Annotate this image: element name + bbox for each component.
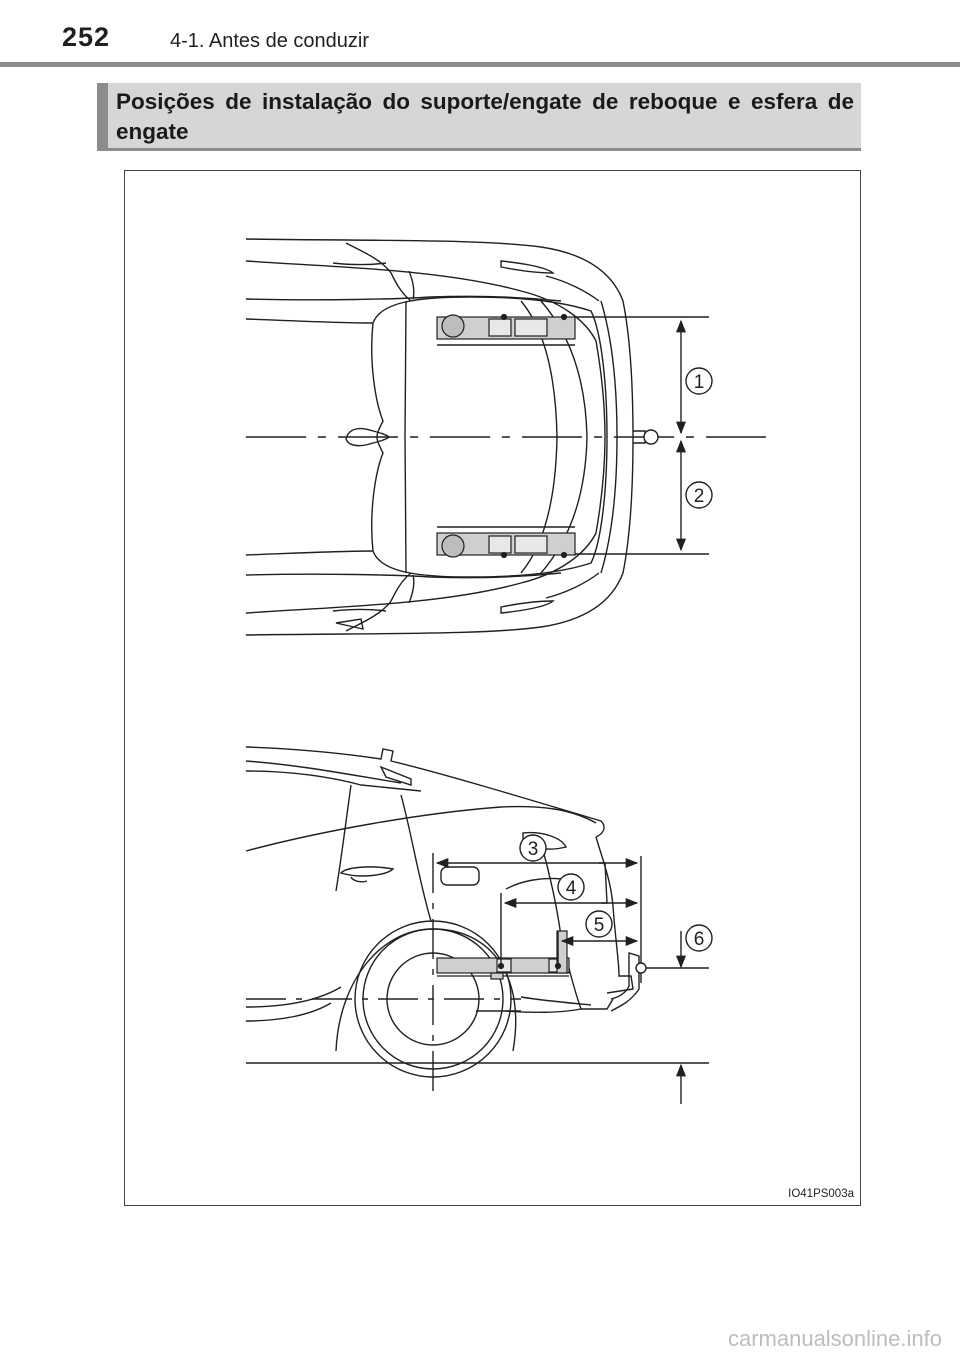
side-centerlines [246,853,709,1091]
header-rule [0,62,960,67]
callout-3: 3 [519,834,547,862]
side-view-car [245,746,640,1078]
top-centerline [246,429,773,445]
side-dimensions [435,857,687,1104]
top-bracket-lower [436,526,576,559]
heading-text: Posições de instalação do suporte/engate… [116,89,854,144]
svg-text:1: 1 [694,372,705,393]
svg-text:6: 6 [694,929,705,950]
callout-6: 6 [685,924,713,952]
page-number: 252 [62,22,111,52]
svg-text:2: 2 [694,486,705,507]
svg-text:5: 5 [594,915,605,936]
side-bracket [436,930,570,980]
figure-frame: 1 2 3 4 5 6 IO41PS003a [124,170,861,1206]
callout-1: 1 [685,367,713,395]
top-bracket-upper [436,313,576,346]
svg-text:4: 4 [566,878,577,899]
top-view-car [245,238,634,636]
heading-accent-bar [97,83,108,151]
figure-code: IO41PS003a [788,1188,854,1200]
section-title: 4-1. Antes de conduzir [170,30,370,52]
top-dimensions [575,316,709,555]
callout-5: 5 [585,910,613,938]
svg-text:3: 3 [528,839,539,860]
callout-2: 2 [685,481,713,509]
heading-box: Posições de instalação do suporte/engate… [97,83,861,151]
watermark: carmanualsonline.info [727,1326,942,1351]
callout-4: 4 [557,873,585,901]
hitch-installation-diagram: 1 2 3 4 5 6 [245,238,773,1104]
